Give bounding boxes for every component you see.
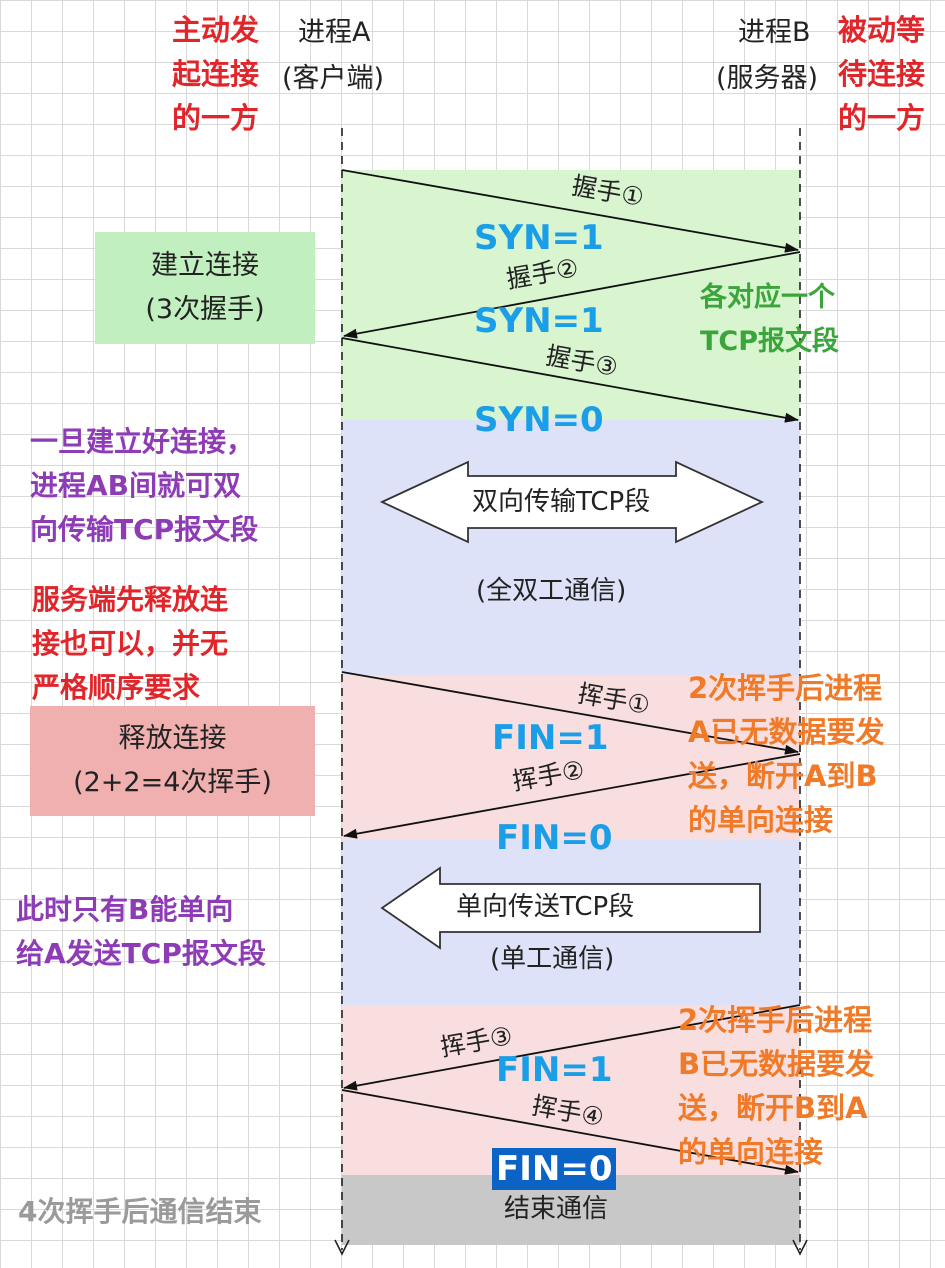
passive-party-label: 被动等 待连接 的一方 bbox=[838, 13, 926, 135]
simplex-left-arrow bbox=[380, 866, 761, 950]
release-box-title: 释放连接 bbox=[118, 723, 227, 754]
establish-box-subtitle: (3次握手) bbox=[145, 294, 265, 325]
process-b-subtitle: (服务器) bbox=[716, 63, 819, 94]
full-duplex-note: 一旦建立好连接， 进程AB间就可双 向传输TCP报文段 bbox=[30, 425, 259, 546]
release-b-note: 2次挥手后进程 B已无数据要发 送，断开B到A 的单向连接 bbox=[678, 1003, 875, 1169]
full-duplex-caption: (全双工通信) bbox=[476, 576, 627, 606]
full-duplex-double-arrow bbox=[379, 460, 765, 544]
tcp-segment-note: 各对应一个 TCP报文段 bbox=[700, 282, 840, 357]
fin4-label: FIN=0 bbox=[492, 1148, 617, 1190]
establish-connection-box: 建立连接 (3次握手) bbox=[95, 232, 315, 344]
release-a-note: 2次挥手后进程 A已无数据要发 送，断开A到B 的单向连接 bbox=[688, 671, 885, 837]
fin1-label: FIN=1 bbox=[492, 718, 609, 758]
simplex-note: 此时只有B能单向 给A发送TCP报文段 bbox=[16, 893, 266, 970]
process-a-subtitle: (客户端) bbox=[282, 63, 385, 94]
full-duplex-arrow-label: 双向传输TCP段 bbox=[472, 487, 651, 517]
release-connection-box: 释放连接 (2+2=4次挥手) bbox=[30, 706, 315, 816]
timeline-a-end bbox=[334, 1239, 350, 1256]
release-box-subtitle: (2+2=4次挥手) bbox=[73, 767, 272, 798]
simplex-caption: (单工通信) bbox=[490, 944, 615, 974]
wave1-arrow bbox=[341, 671, 799, 755]
handshake2-arrow bbox=[343, 251, 801, 339]
active-party-label: 主动发 起连接 的一方 bbox=[172, 13, 260, 135]
end-communication-label: 结束通信 bbox=[504, 1194, 609, 1224]
handshake1-arrow bbox=[341, 169, 799, 253]
wave-band-1 bbox=[342, 675, 800, 840]
fin3-label: FIN=1 bbox=[496, 1050, 613, 1090]
wave4-arrow bbox=[341, 1089, 799, 1175]
wave2-arrow bbox=[343, 753, 801, 839]
handshake3-arrow bbox=[341, 337, 799, 423]
end-note: 4次挥手后通信结束 bbox=[18, 1195, 262, 1228]
process-b-title: 进程B bbox=[738, 17, 811, 48]
timeline-b-end bbox=[792, 1239, 808, 1256]
fin2-label: FIN=0 bbox=[496, 818, 613, 858]
establish-box-title: 建立连接 bbox=[151, 250, 259, 281]
process-a-title: 进程A bbox=[298, 17, 371, 48]
syn3-label: SYN=0 bbox=[474, 400, 604, 440]
syn2-label: SYN=1 bbox=[474, 301, 604, 341]
full-duplex-band bbox=[342, 420, 800, 675]
simplex-arrow-label: 单向传送TCP段 bbox=[456, 892, 635, 922]
wave3-arrow bbox=[343, 1004, 801, 1091]
wave-band-2 bbox=[342, 1005, 800, 1175]
release-order-note: 服务端先释放连 接也可以，并无 严格顺序要求 bbox=[32, 583, 229, 704]
syn1-label: SYN=1 bbox=[474, 218, 604, 258]
